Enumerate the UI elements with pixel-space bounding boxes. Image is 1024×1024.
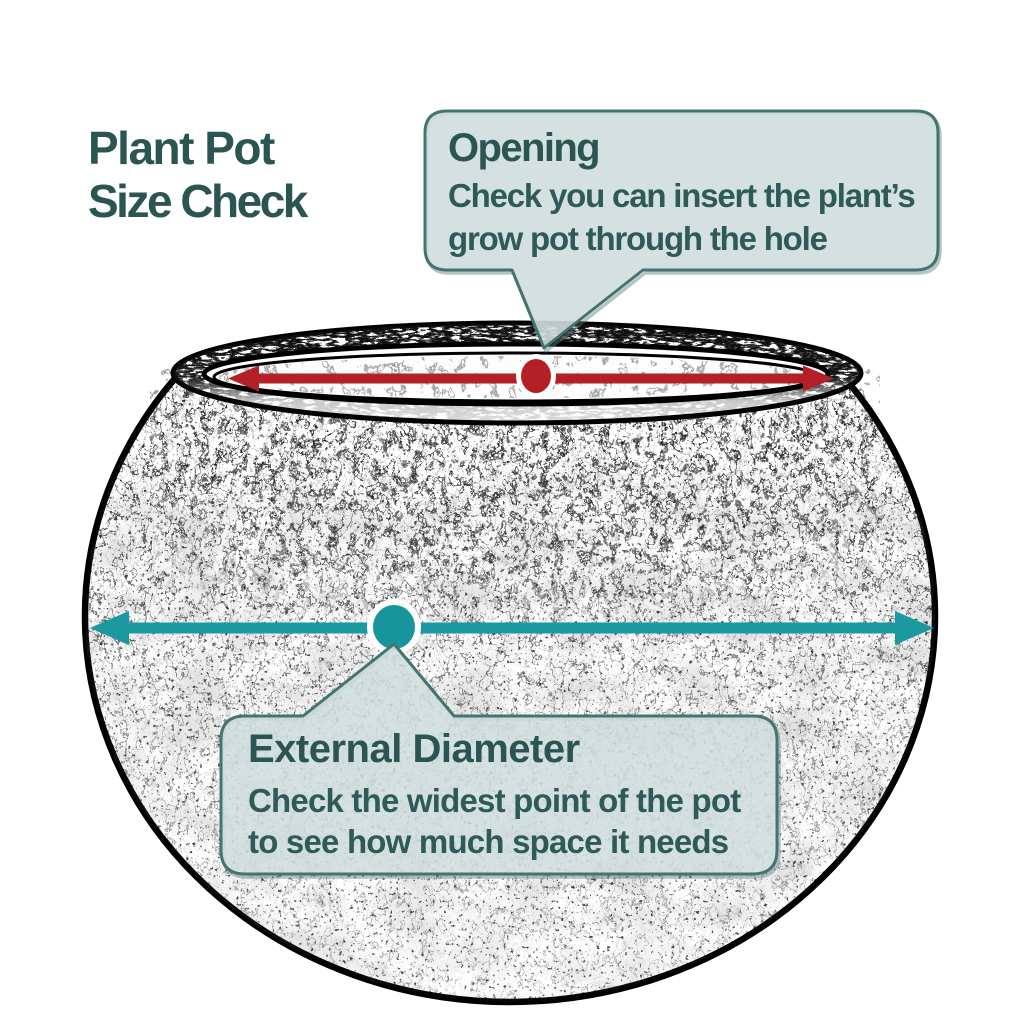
svg-text:grow pot through the hole: grow pot through the hole xyxy=(448,220,828,257)
svg-text:Check you can insert the plant: Check you can insert the plant’s xyxy=(448,177,915,214)
svg-text:Opening: Opening xyxy=(448,126,599,170)
svg-text:Check the widest point of the: Check the widest point of the pot xyxy=(248,782,741,819)
svg-text:Plant Pot: Plant Pot xyxy=(88,122,275,174)
svg-text:External Diameter: External Diameter xyxy=(248,727,580,771)
svg-text:to see how much space it needs: to see how much space it needs xyxy=(248,823,728,860)
svg-text:Size Check: Size Check xyxy=(88,175,309,227)
